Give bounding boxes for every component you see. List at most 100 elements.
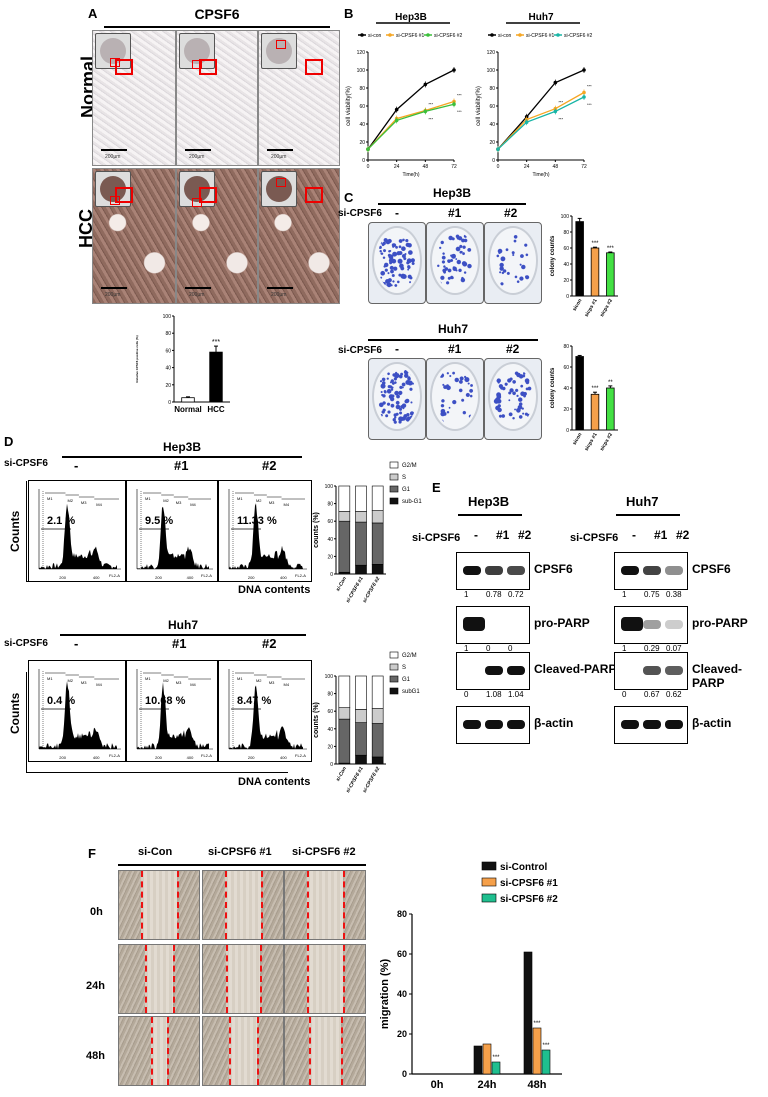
panel-label-e: E	[432, 480, 441, 495]
scratch-gap	[309, 1017, 341, 1085]
wound-edge-line	[228, 1017, 231, 1085]
scale-bar-label: 200µm	[105, 154, 121, 160]
scratch-gap	[151, 1017, 167, 1085]
blot-label-proparp: pro-PARP	[534, 616, 590, 630]
significance-mark: ***	[558, 116, 563, 121]
scale-bar	[267, 287, 293, 289]
scratch-gap	[228, 1017, 258, 1085]
blot-label-cleavedparp: Cleaved-PARP	[534, 662, 617, 676]
ihc-thumbnail-inset	[261, 33, 297, 69]
y-tick-label: 0	[566, 428, 569, 434]
gate-label: M2	[67, 678, 73, 683]
series-line	[367, 103, 455, 150]
colonies	[435, 231, 475, 291]
scratch-gap	[141, 871, 177, 939]
blot-huh7-cleavedparp	[614, 652, 688, 690]
y-tick-label: 0	[492, 158, 495, 164]
wound-edge-line	[257, 1017, 260, 1085]
panel-a-title: CPSF6	[104, 6, 330, 28]
category-label: 0h	[431, 1079, 444, 1091]
category-label: si-Con	[335, 576, 348, 592]
blot-huh7-actin	[614, 706, 688, 744]
densitometry-value: 0.67	[644, 690, 660, 699]
chart-title: Huh7	[529, 12, 554, 23]
d-hep3b-x-axis-label: DNA contents	[238, 584, 311, 596]
e-huh7-lane-3: #2	[676, 528, 690, 542]
significance-mark: **	[608, 380, 613, 386]
legend-marker	[388, 33, 392, 37]
zoom-region-marker	[192, 60, 202, 69]
e-hep3b-lane-3: #2	[518, 528, 532, 542]
panel-label-f: F	[88, 846, 96, 861]
category-label: 48h	[528, 1079, 547, 1091]
wound-image-0h-2	[202, 870, 284, 940]
e-huh7-row-label: si-CPSF6	[570, 532, 619, 544]
y-tick-label: 80	[359, 86, 365, 92]
bar	[541, 1049, 551, 1075]
y-tick-label: 20	[359, 140, 365, 146]
significance-mark: ***	[587, 102, 592, 107]
dna-histogram	[137, 682, 209, 749]
dna-histogram	[137, 506, 209, 569]
protein-band	[507, 720, 525, 729]
magnified-region-box	[115, 187, 133, 203]
category-label: HCC	[207, 405, 225, 414]
significance-mark: ***	[591, 386, 599, 392]
wound-image-24h-2	[202, 944, 284, 1014]
densitometry-value: 0	[622, 690, 627, 699]
y-tick-label: 80	[563, 344, 569, 350]
wound-edge-line	[172, 945, 175, 1013]
gate-label: M4	[96, 682, 102, 687]
densitometry-value: 0	[486, 644, 491, 653]
wound-image-48h-3	[284, 1016, 366, 1086]
category-label: sicon	[572, 432, 584, 446]
wound-edge-line	[226, 945, 229, 1013]
y-tick-label: 0	[566, 294, 569, 300]
legend-marker	[556, 33, 560, 37]
gate-label: M3	[269, 680, 275, 685]
scale-bar-label: 200µm	[189, 292, 205, 298]
y-tick-label: 0	[330, 762, 333, 768]
y-tick-label: 20	[165, 383, 171, 389]
wound-edge-line	[341, 1017, 343, 1085]
y-tick-label: 60	[327, 519, 333, 525]
bar	[606, 252, 615, 297]
stacked-segment	[338, 520, 351, 573]
protein-band	[643, 566, 661, 575]
category-label: si-Con	[335, 766, 348, 782]
bar	[491, 1061, 501, 1075]
wound-image-48h-1	[118, 1016, 200, 1086]
y-tick-label: 20	[563, 278, 569, 284]
stacked-segment	[338, 485, 351, 512]
significance-mark: ***	[591, 241, 599, 247]
legend-swatch	[481, 893, 497, 903]
blot-hep3b-cpsf	[456, 552, 530, 590]
protein-band	[507, 666, 525, 675]
bar	[590, 247, 600, 297]
densitometry-value: 0	[508, 644, 513, 653]
wound-edge-line	[151, 1017, 153, 1085]
wound-edge-line	[145, 945, 148, 1013]
panel-c-row-label-hep3b: si-CPSF6	[338, 208, 382, 219]
gate-label: M3	[81, 680, 87, 685]
d-huh7-x-axis-label: DNA contents	[238, 776, 311, 788]
significance-mark: ***	[542, 1043, 550, 1049]
subg1-percentage: 2.1 %	[47, 515, 76, 527]
wound-edge-line	[167, 1017, 169, 1085]
y-tick-label: 100	[163, 314, 172, 320]
category-label: sicon	[572, 298, 584, 312]
colony-plate-huh7-3	[484, 358, 542, 440]
x-tick-label: 400	[187, 575, 194, 580]
f-row-label-3: 48h	[86, 1050, 105, 1062]
x-axis-channel: FL2-A	[201, 753, 212, 758]
significance-mark: ***	[607, 246, 615, 252]
scale-bar-label: 200µm	[105, 292, 121, 298]
protein-band	[665, 666, 683, 675]
